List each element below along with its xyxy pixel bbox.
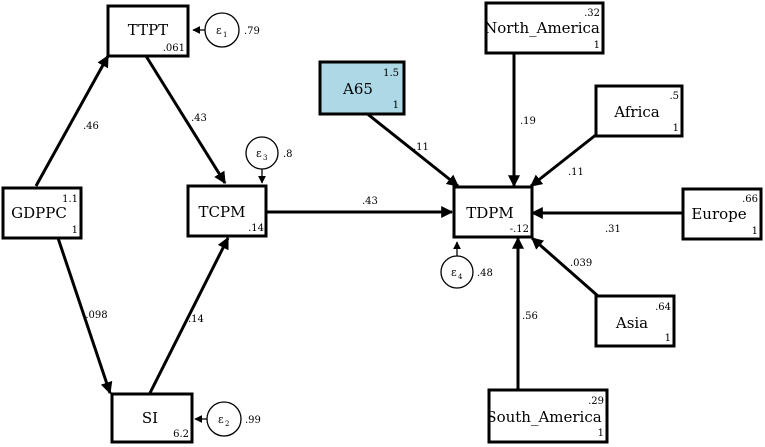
node-tcpm[interactable]: TCPM .14 [186, 184, 268, 238]
node-north-america-mean: .32 [584, 8, 600, 19]
error-e1-subscript: 1 [223, 31, 227, 39]
error-e4[interactable]: ε 4 .48 [440, 255, 493, 289]
error-e1-variance: .79 [244, 26, 260, 37]
node-europe-variance: 1 [752, 226, 758, 237]
error-e2[interactable]: ε 2 .99 [206, 401, 261, 437]
node-south-america-label: South_America [486, 408, 601, 426]
node-africa-variance: 1 [673, 123, 679, 134]
error-e4-variance: .48 [477, 268, 493, 279]
node-africa-label: Africa [613, 103, 659, 121]
node-a65-label: A65 [342, 80, 373, 98]
node-europe[interactable]: Europe .66 1 [681, 187, 763, 241]
node-gdppc[interactable]: GDPPC 1.1 1 [1, 186, 83, 240]
error-e3[interactable]: ε 3 .8 [245, 136, 293, 170]
node-ttpt-label: TTPT [128, 21, 168, 39]
coef-ttpt-tcpm: .43 [191, 113, 207, 124]
error-e2-subscript: 2 [225, 420, 229, 428]
node-europe-label: Europe [691, 205, 746, 223]
node-europe-mean: .66 [742, 194, 758, 205]
node-si-label: SI [142, 409, 158, 427]
coef-a65-tdpm: .11 [413, 142, 429, 153]
coef-tcpm-tdpm: .43 [362, 196, 378, 207]
node-tdpm-label: TDPM [466, 204, 513, 222]
coef-africa-tdpm: .11 [568, 167, 584, 178]
node-a65-variance: 1 [393, 100, 399, 111]
error-e2-symbol: ε [218, 413, 224, 426]
node-africa[interactable]: Africa .5 1 [594, 84, 684, 138]
node-asia[interactable]: Asia .64 1 [594, 294, 676, 348]
node-a65-mean: 1.5 [383, 68, 399, 79]
error-e1[interactable]: ε 1 .79 [204, 12, 260, 48]
node-si-intercept: 6.2 [173, 429, 189, 440]
coef-north-america-tdpm: .19 [520, 116, 536, 127]
coef-si-tcpm: .14 [188, 314, 204, 325]
node-tcpm-label: TCPM [199, 203, 246, 221]
node-si[interactable]: SI 6.2 [110, 392, 194, 444]
error-e1-symbol: ε [216, 24, 222, 37]
error-e3-subscript: 3 [263, 154, 267, 162]
coef-gdppc-ttpt: .46 [83, 121, 99, 132]
node-south-america-variance: 1 [598, 428, 604, 439]
coef-south-america-tdpm: .56 [522, 311, 538, 322]
node-south-america[interactable]: South_America .29 1 [486, 388, 609, 444]
path-a65-tdpm [364, 110, 459, 188]
error-e3-variance: .8 [283, 149, 293, 160]
coef-europe-tdpm: .31 [605, 224, 621, 235]
path-ttpt-tcpm [144, 55, 227, 185]
node-north-america[interactable]: North_America .32 1 [484, 1, 605, 55]
node-gdppc-mean: 1.1 [62, 194, 78, 205]
node-north-america-variance: 1 [594, 40, 600, 51]
error-e2-variance: .99 [245, 415, 261, 426]
node-tdpm[interactable]: TDPM -.12 [452, 185, 534, 239]
node-ttpt-intercept: .061 [163, 43, 185, 54]
error-e3-symbol: ε [256, 147, 262, 160]
node-tcpm-intercept: .14 [248, 223, 264, 234]
node-ttpt[interactable]: TTPT .061 [106, 4, 190, 58]
node-asia-mean: .64 [655, 302, 671, 313]
node-gdppc-label: GDPPC [11, 204, 67, 222]
error-e4-symbol: ε [451, 266, 457, 279]
node-a65[interactable]: A65 1.5 1 [318, 60, 406, 116]
node-asia-variance: 1 [665, 333, 671, 344]
path-gdppc-si [56, 237, 113, 395]
path-si-tcpm [148, 236, 230, 394]
node-africa-mean: .5 [669, 91, 679, 102]
node-south-america-mean: .29 [588, 396, 604, 407]
error-e4-subscript: 4 [458, 273, 463, 281]
path-gdppc-ttpt [34, 54, 110, 187]
coef-asia-tdpm: .039 [570, 258, 592, 269]
node-gdppc-variance: 1 [72, 225, 78, 236]
node-asia-label: Asia [615, 314, 648, 332]
path-africa-tdpm [530, 132, 598, 188]
path-asia-tdpm [531, 236, 599, 298]
node-tdpm-intercept: -.12 [510, 224, 529, 235]
node-north-america-label: North_America [484, 19, 600, 37]
coef-gdppc-si: -.098 [82, 310, 108, 321]
